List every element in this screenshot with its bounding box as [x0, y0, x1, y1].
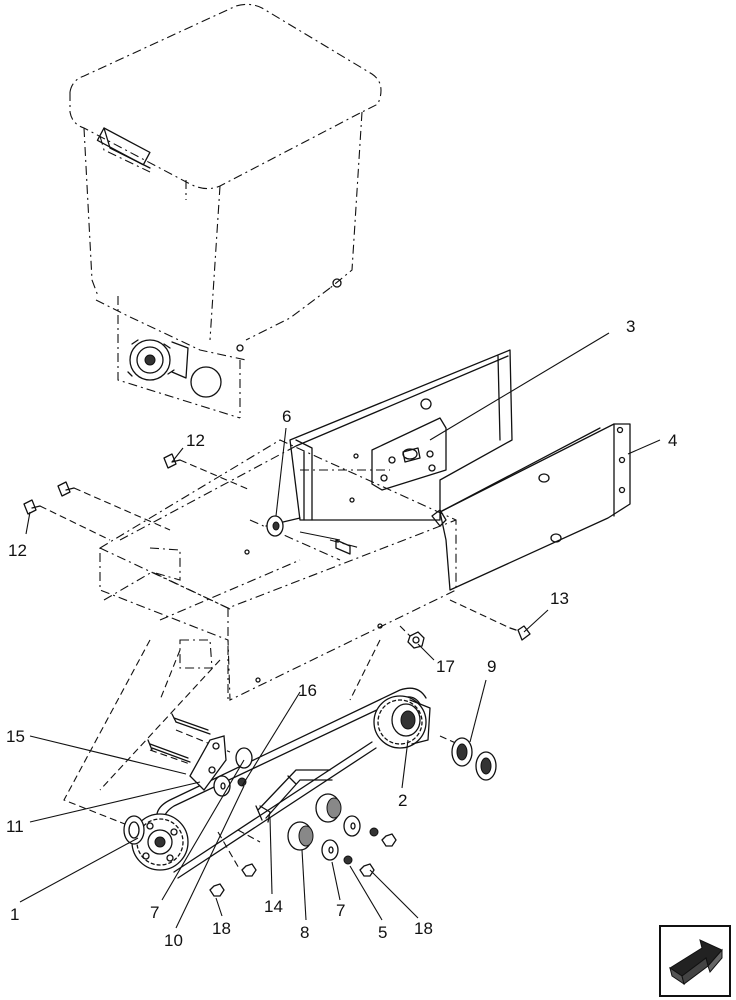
callout-4: 4	[668, 431, 677, 450]
bearings	[451, 737, 497, 781]
callout-11: 11	[6, 817, 24, 836]
callout-6: 6	[282, 407, 291, 426]
callout-16: 16	[298, 681, 317, 700]
drive-sprocket	[373, 695, 431, 749]
callout-18-right: 18	[414, 919, 433, 938]
callout-14: 14	[264, 897, 283, 916]
callout-9: 9	[487, 657, 496, 676]
callouts: 3 4 6 12 12 13 17 9 16 15 2 11 1 7 14 7 …	[6, 317, 677, 950]
callout-1: 1	[10, 905, 19, 924]
idler-assembly	[255, 769, 342, 851]
callout-8: 8	[300, 923, 309, 942]
carriage-bolts	[23, 453, 531, 641]
callout-5: 5	[378, 923, 387, 942]
driven-sprocket	[123, 813, 189, 871]
frame-bracket	[99, 439, 457, 701]
seed-hopper	[69, 3, 382, 419]
callout-17: 17	[436, 657, 455, 676]
spacer-bushing	[265, 515, 341, 541]
callout-12-left: 12	[8, 541, 27, 560]
hex-nut	[399, 625, 425, 649]
callout-7-right: 7	[336, 901, 345, 920]
callout-15: 15	[6, 727, 25, 746]
callout-3: 3	[626, 317, 635, 336]
mounting-plate	[147, 713, 227, 791]
leader-lines	[19, 332, 661, 929]
side-plate-right	[431, 423, 631, 591]
callout-10: 10	[164, 931, 183, 950]
next-page-arrow-icon[interactable]	[659, 925, 731, 997]
washers-nuts	[209, 747, 397, 897]
side-plate-left	[289, 349, 513, 521]
callout-13: 13	[550, 589, 569, 608]
callout-2: 2	[398, 791, 407, 810]
callout-7-left: 7	[150, 903, 159, 922]
callout-18-left: 18	[212, 919, 231, 938]
callout-12-top: 12	[186, 431, 205, 450]
